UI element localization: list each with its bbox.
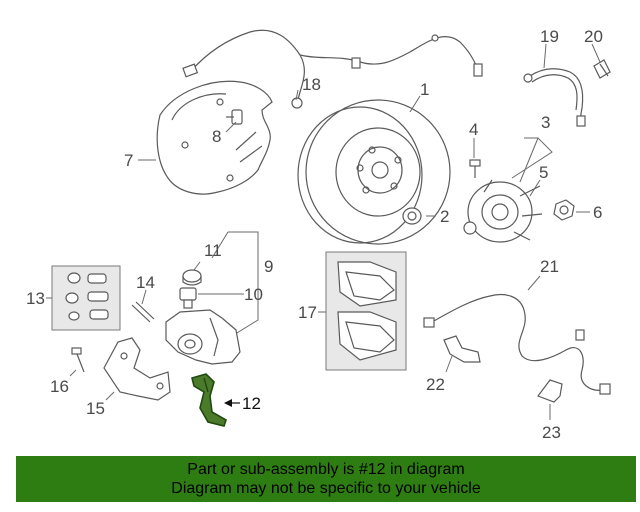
callout-22: 22 [426,375,445,394]
leader-lines [46,43,601,420]
part-15-caliper-bracket [103,337,171,401]
callout-7: 7 [124,151,133,170]
callout-3: 3 [541,113,550,132]
callout-13: 13 [26,289,45,308]
part-22-sensor-bracket [443,335,481,363]
part-12-highlighted-spring-clip [191,373,227,427]
callout-labels: 1 2 3 4 5 6 7 8 9 10 11 12 13 14 15 16 1… [26,27,603,442]
part-23-sensor-bracket [537,379,563,403]
callout-18: 18 [302,75,321,94]
callout-4: 4 [469,120,478,139]
callout-14: 14 [136,273,155,292]
part-20-clip [593,59,611,79]
part-21-rear-sensor-wire [423,293,611,395]
part-1-brake-rotor [297,99,451,245]
part-3-hub-bearing [463,179,543,243]
part-9-caliper-bracket-leader [211,231,259,337]
part-13-guide-pin-kit [51,265,121,331]
part-18-sensor-wire [182,29,483,109]
part-8-bolt [226,109,243,125]
callout-20: 20 [584,27,603,46]
part-16-bracket-bolt [71,347,85,373]
callout-10: 10 [244,285,263,304]
info-banner-background [16,456,636,502]
info-banner: Part or sub-assembly is #12 in diagram D… [16,456,636,502]
callout-12: 12 [242,394,261,413]
callout-17: 17 [298,303,317,322]
callout-16: 16 [50,377,69,396]
banner-line-2: Diagram may not be specific to your vehi… [171,480,481,497]
callout-2: 2 [440,207,449,226]
callout-6: 6 [593,203,602,222]
part-19-brake-hose [523,68,586,127]
part-2-dust-cap [402,207,422,225]
part-6-hub-nut [553,199,575,221]
callout-1: 1 [420,80,429,99]
part-4-bolt [469,159,481,178]
part-11-bleeder-cap [182,269,202,286]
callout-23: 23 [542,423,561,442]
callout-15: 15 [86,399,105,418]
part-7-dust-shield [156,80,273,195]
callout-5: 5 [539,163,548,182]
brake-caliper [165,309,241,365]
callout-21: 21 [540,257,559,276]
part-17-brake-pad-set [325,251,407,371]
callout-8: 8 [212,127,221,146]
callout-9: 9 [264,257,273,276]
part-14-guide-pin [131,301,155,323]
banner-line-1: Part or sub-assembly is #12 in diagram [187,461,465,478]
part-10-bleeder-screw [179,287,197,309]
callout-11: 11 [204,241,222,260]
callout-19: 19 [540,27,559,46]
